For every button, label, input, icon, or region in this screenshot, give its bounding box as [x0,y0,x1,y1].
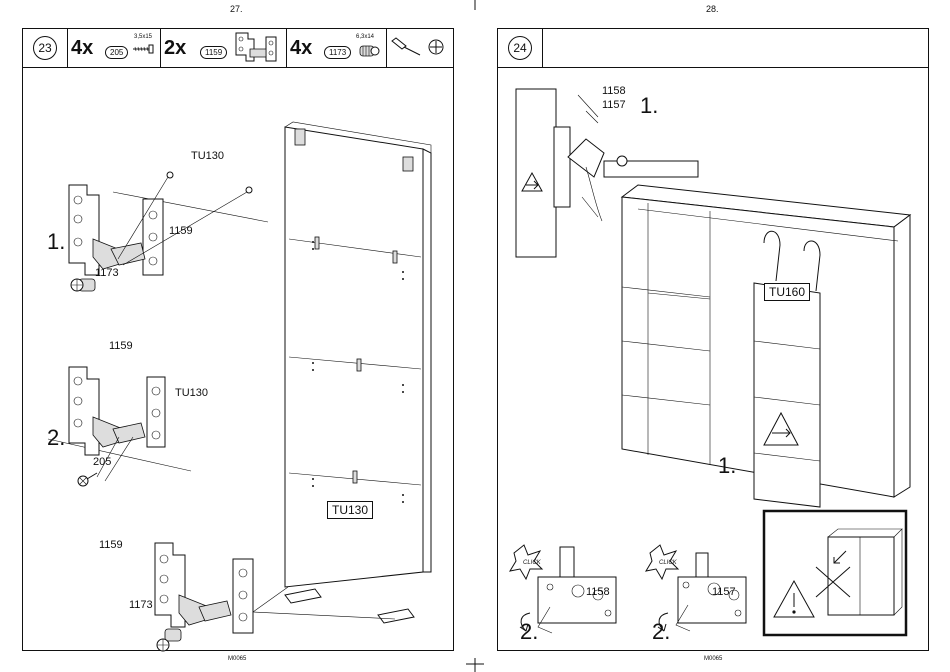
label-1157-b: 1157 [712,586,736,598]
click-label-a: CLICK [523,560,541,566]
label-1173-a: 1173 [95,267,119,279]
step-label-2: 2. [47,425,65,451]
screw-205 [78,473,97,486]
part-spec: 3,5x15 [134,34,152,40]
hinge-bracket-icon [232,31,280,65]
label-205: 205 [93,456,111,468]
label-1158: 1158 [602,85,626,97]
label-1159-c: 1159 [99,539,123,551]
part-code: 205 [105,46,128,59]
part-spec: 6,3x14 [356,34,374,40]
label-1173-c: 1173 [129,599,153,611]
step-label-1: 1. [47,229,65,255]
dowel-icon [358,44,380,58]
part-code: 1173 [324,46,351,59]
label-1157: 1157 [602,99,626,111]
step-number: 23 [33,36,57,60]
step-label-1-mid: 1. [718,453,736,479]
part-205-cell: 4x 205 3,5x15 [67,29,161,67]
step-label-2-a: 2. [520,619,538,645]
label-tu130-box: TU130 [327,501,373,519]
screw-icon [129,43,159,55]
tool-cell [386,29,452,67]
step-label-2-b: 2. [652,619,670,645]
label-tu160: TU160 [764,283,810,301]
screwdriver-icon [386,29,450,65]
dowel-1173-a [71,279,95,291]
assembly-drawing-left [23,67,453,650]
part-code: 1159 [200,46,227,59]
label-tu130-top: TU130 [191,150,224,162]
part-1159-cell: 2x 1159 [160,29,287,67]
assembly-drawing-right [498,67,928,650]
dowel-1173-c [157,629,181,651]
right-page: 24 [497,28,929,651]
step-header: 24 [498,29,928,68]
label-tu130-mid: TU130 [175,387,208,399]
step-label-1-top: 1. [640,93,658,119]
label-1159-a: 1159 [169,225,193,237]
label-1159-b: 1159 [109,340,133,352]
step-number: 24 [508,36,532,60]
click-label-b: CLICK [659,560,677,566]
left-page: 23 4x 205 3,5x15 2x 1159 4x [22,28,454,651]
footer-code-right: M0065 [704,656,722,662]
footer-code-left: M0065 [228,656,246,662]
parts-header: 23 4x 205 3,5x15 2x 1159 4x [23,29,453,68]
part-1173-cell: 4x 1173 6,3x14 [286,29,387,67]
label-1158-b: 1158 [586,586,610,598]
